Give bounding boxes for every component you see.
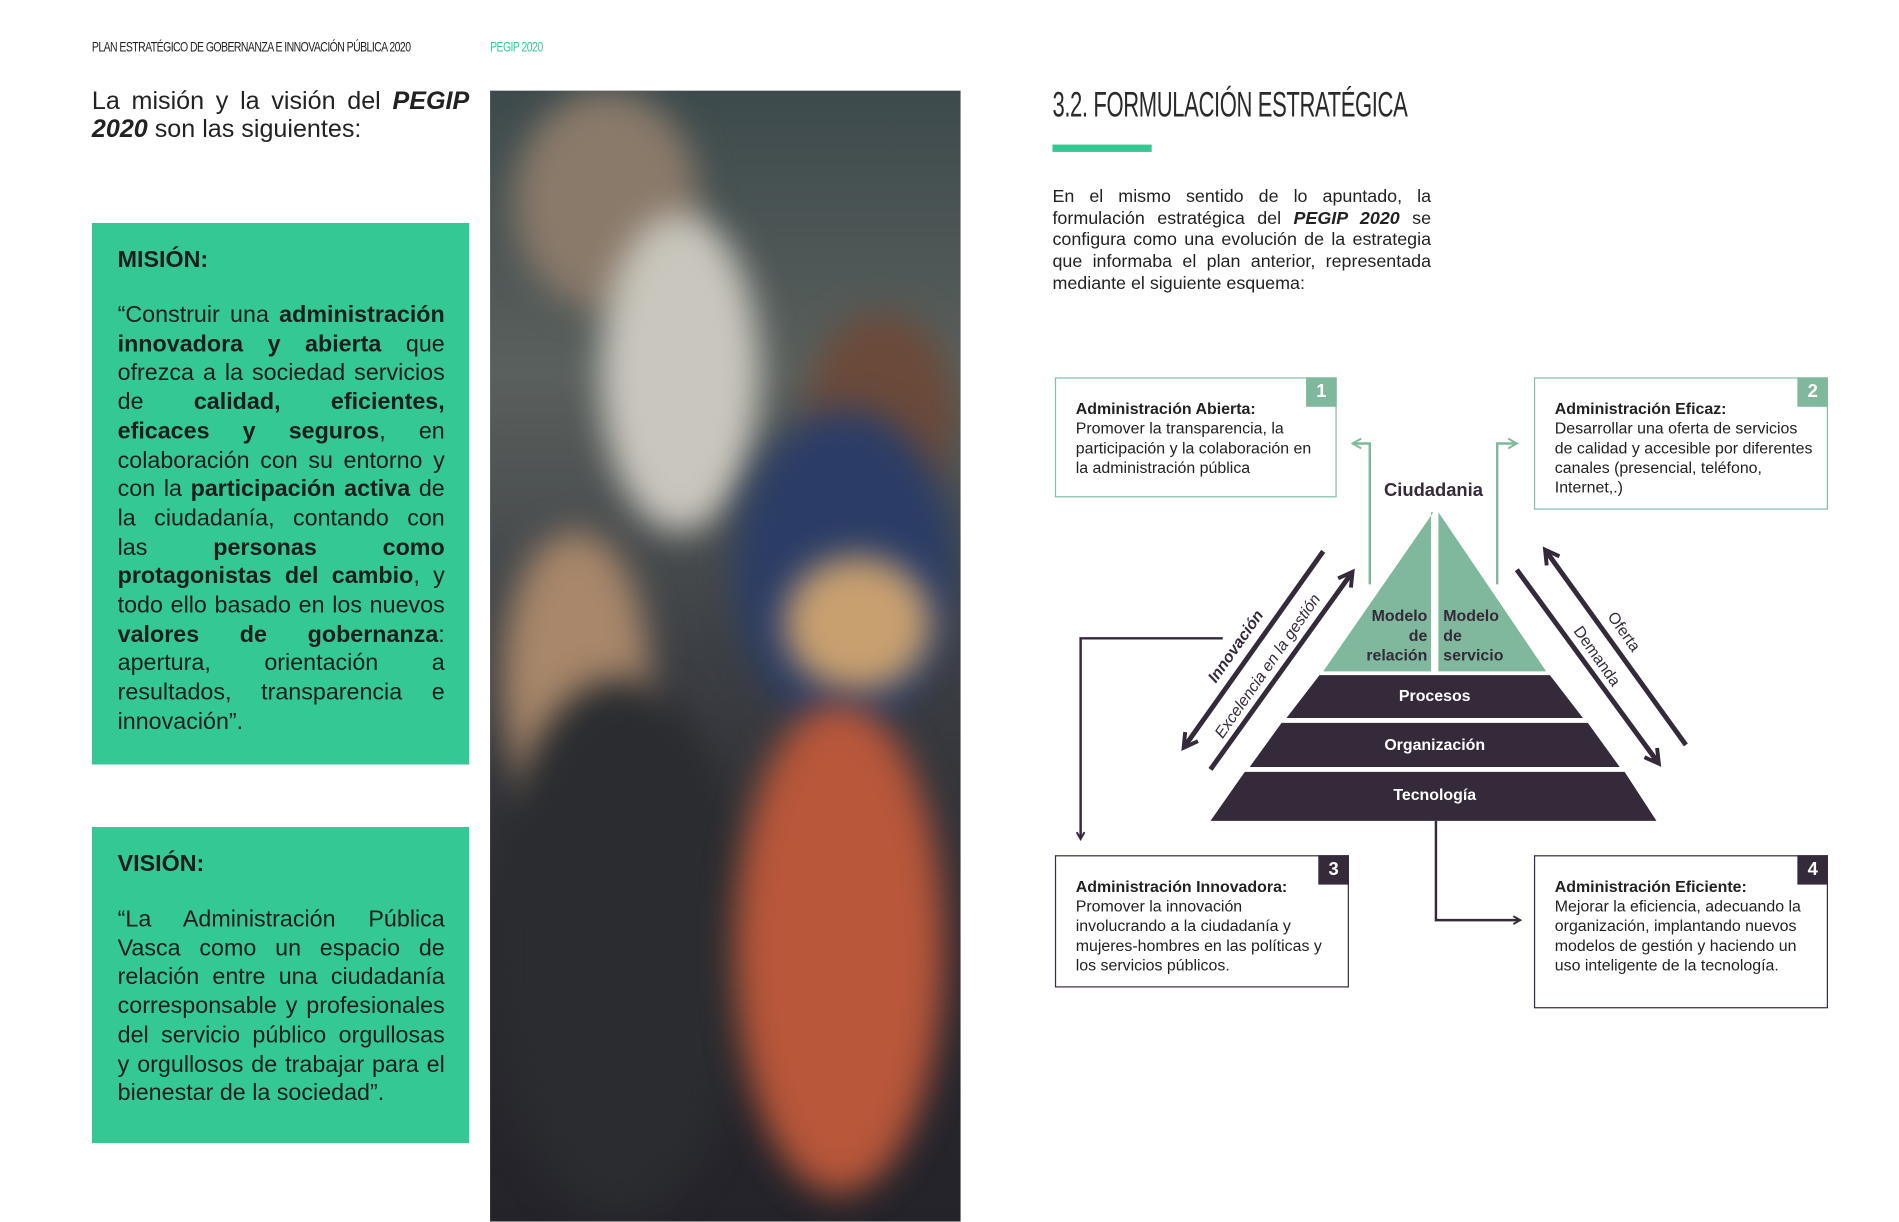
intro-text: La misión y la visión del PEGIP 2020 son… — [92, 87, 469, 143]
box-title: Administración Innovadora: — [1075, 877, 1288, 896]
mission-seg: , y todo ello basado en los nuevos — [117, 563, 445, 619]
apex-label: Ciudadania — [1384, 479, 1484, 500]
mission-seg-bold: administración innovadora y abierta — [117, 302, 445, 358]
box-efficient-administration: 4 Administración Eficiente: Mejorar la e… — [1533, 855, 1828, 1009]
mission-seg-bold: valores de gobernanza — [117, 622, 439, 648]
mission-title: MISIÓN: — [117, 247, 209, 274]
box-number: 2 — [1797, 377, 1828, 407]
box-text: Mejorar la eficiencia, adecuando la orga… — [1554, 896, 1801, 975]
box-innovative-administration: 3 Administración Innovadora: Promover la… — [1054, 855, 1349, 988]
section-title: 3.2. FORMULACIÓN ESTRATÉGICA — [1052, 85, 1408, 125]
layer-label: Tecnología — [1393, 787, 1476, 804]
layer-label: Organización — [1384, 737, 1485, 754]
mission-seg-bold: personas como protagonistas del cambio — [117, 534, 445, 590]
box-text: Promover la innovación involucrando a la… — [1075, 896, 1322, 975]
box-number: 1 — [1306, 377, 1337, 407]
people-photo — [490, 90, 961, 1222]
box-number: 3 — [1318, 855, 1349, 885]
arrow-to-box3 — [1075, 637, 1223, 841]
box-effective-administration: 2 Administración Eficaz: Desarrollar una… — [1533, 377, 1828, 510]
box-open-administration: 1 Administración Abierta: Promover la tr… — [1054, 377, 1337, 498]
mission-seg-bold: calidad, eficientes, eficaces y seguros — [117, 389, 445, 445]
layer-tecnologia — [1210, 771, 1657, 821]
offer-arrow — [1542, 546, 1688, 747]
mission-seg: “Construir una — [117, 302, 280, 329]
layer-procesos — [1286, 675, 1583, 718]
box-title: Administración Eficiente: — [1554, 877, 1747, 896]
section-paragraph: En el mismo sentido de lo apuntado, la f… — [1052, 187, 1431, 295]
mission-seg: , en colaboración con su entorno y con l… — [117, 418, 445, 503]
para-post: se configura como una evolución de la es… — [1052, 209, 1432, 294]
service-label: de — [1443, 628, 1462, 645]
arrow-to-box2 — [1495, 437, 1519, 585]
relation-label: Modelo — [1372, 608, 1428, 625]
running-header-short: PEGIP 2020 — [490, 40, 543, 56]
intro-em: PEGIP 2020 — [91, 86, 470, 144]
box-title: Administración Eficaz: — [1554, 399, 1727, 418]
box-title: Administración Abierta: — [1075, 399, 1256, 418]
arrow-to-box1 — [1350, 437, 1371, 585]
layer-organizacion — [1249, 722, 1620, 767]
vision-text: “La Administración Pública Vasca como un… — [117, 906, 445, 1107]
excellence-arrow — [1208, 568, 1355, 771]
box-text: Desarrollar una oferta de servicios de c… — [1554, 419, 1813, 497]
demand-arrow — [1514, 568, 1662, 767]
relation-label: relación — [1366, 647, 1427, 664]
intro-pre: La misión y la visión del — [91, 86, 393, 116]
title-underline — [1052, 144, 1152, 152]
box-number: 4 — [1797, 855, 1828, 885]
intro-post: son las siguientes: — [147, 115, 362, 144]
vision-title: VISIÓN: — [117, 851, 205, 878]
innovation-arrow — [1181, 549, 1326, 751]
service-label: Modelo — [1443, 608, 1499, 625]
para-pre: En el mismo sentido de lo apuntado, la f… — [1052, 187, 1432, 229]
service-label: servicio — [1443, 647, 1503, 664]
box-text: Promover la transparencia, la participac… — [1075, 419, 1312, 477]
layer-label: Procesos — [1399, 688, 1471, 705]
mission-seg-bold: participación activa — [190, 476, 411, 503]
relation-label: de — [1409, 628, 1428, 645]
mission-seg: que ofrezca a la sociedad servicios de — [117, 331, 445, 416]
arrow-to-box4 — [1434, 820, 1523, 925]
para-em: PEGIP 2020 — [1293, 209, 1400, 229]
mission-box: MISIÓN: “Construir una administración in… — [91, 222, 470, 765]
mission-seg: : apertura, orientación a resultados, tr… — [117, 622, 445, 735]
vision-box: VISIÓN: “La Administración Pública Vasca… — [91, 827, 470, 1144]
running-header-title: PLAN ESTRATÉGICO DE GOBERNANZA E INNOVAC… — [91, 40, 411, 56]
mission-seg: de la ciudadanía, contando con las — [117, 476, 445, 561]
mission-text: “Construir una administración innovadora… — [118, 301, 445, 737]
offer-label: Oferta — [1604, 609, 1643, 655]
